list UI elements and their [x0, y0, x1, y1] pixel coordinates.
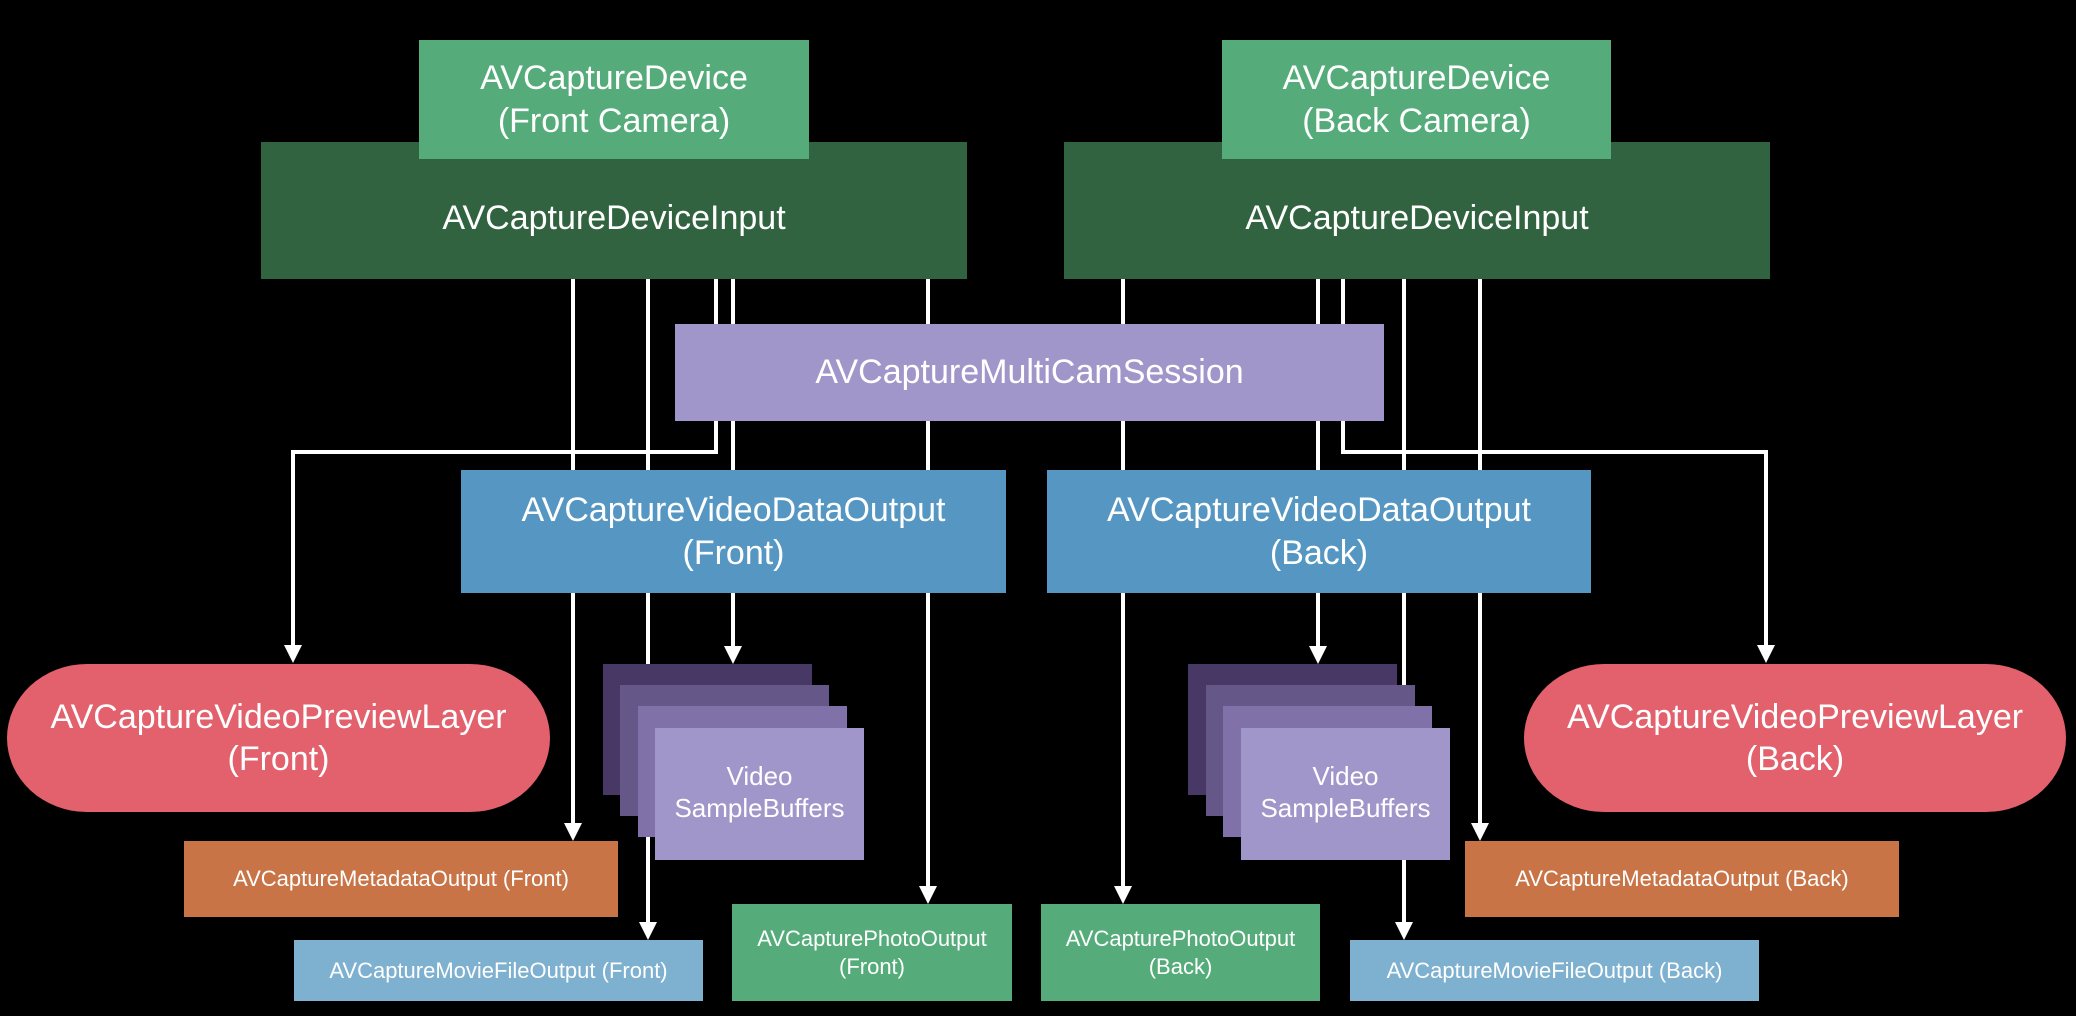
back-photo-output-label: AVCapturePhotoOutput — [1065, 926, 1296, 951]
back-sample-buffers-label: Video — [1312, 760, 1379, 791]
arrowhead-front-preview — [284, 645, 302, 663]
front-metadata-output-label: AVCaptureMetadataOutput (Front) — [233, 866, 569, 892]
front-device-input-label: AVCaptureDeviceInput — [442, 199, 786, 238]
front-camera-device-sublabel: (Front Camera) — [497, 101, 731, 140]
back-preview-layer-label: AVCaptureVideoPreviewLayer — [1566, 697, 2024, 736]
back-metadata-output-label: AVCaptureMetadataOutput (Back) — [1515, 866, 1849, 892]
front-movie-file-output-label: AVCaptureMovieFileOutput (Front) — [329, 957, 668, 983]
front-video-data-output-label: AVCaptureVideoDataOutput — [521, 491, 946, 529]
front-photo-output-label: AVCapturePhotoOutput — [757, 926, 987, 951]
back-camera-device: AVCaptureDevice (Back Camera) — [1222, 40, 1611, 159]
front-preview-layer-label: AVCaptureVideoPreviewLayer — [50, 697, 507, 736]
back-camera-device-label: AVCaptureDevice — [1282, 59, 1551, 97]
arrowhead-back-preview — [1757, 645, 1775, 663]
front-device-input: AVCaptureDeviceInput — [261, 142, 967, 279]
back-metadata-output: AVCaptureMetadataOutput (Back) — [1465, 841, 1899, 917]
back-device-input-label: AVCaptureDeviceInput — [1245, 199, 1589, 238]
front-photo-output: AVCapturePhotoOutput (Front) — [732, 904, 1012, 1001]
back-camera-device-sublabel: (Back Camera) — [1302, 101, 1531, 140]
arrowhead-back-buffers — [1309, 646, 1327, 664]
front-metadata-output: AVCaptureMetadataOutput (Front) — [184, 841, 618, 917]
arrowhead-front-photo — [919, 886, 937, 904]
front-photo-output-sublabel: (Front) — [839, 953, 905, 979]
back-sample-buffers-sublabel: SampleBuffers — [1260, 793, 1431, 823]
front-camera-device: AVCaptureDevice (Front Camera) — [419, 40, 809, 159]
back-video-data-output-label: AVCaptureVideoDataOutput — [1106, 491, 1532, 529]
arrowhead-back-photo — [1114, 886, 1132, 904]
back-device-input: AVCaptureDeviceInput — [1064, 142, 1770, 279]
front-camera-device-label: AVCaptureDevice — [480, 59, 748, 97]
multicam-session: AVCaptureMultiCamSession — [675, 324, 1384, 421]
front-preview-layer: AVCaptureVideoPreviewLayer (Front) — [7, 664, 550, 812]
back-photo-output-sublabel: (Back) — [1148, 953, 1213, 979]
back-movie-file-output: AVCaptureMovieFileOutput (Back) — [1350, 940, 1759, 1001]
front-movie-file-output: AVCaptureMovieFileOutput (Front) — [294, 940, 703, 1001]
arrowhead-back-moviefile — [1395, 922, 1413, 940]
front-sample-buffers-sublabel: SampleBuffers — [674, 793, 845, 823]
arrowhead-front-buffers — [724, 646, 742, 664]
back-video-sample-buffers: Video SampleBuffers — [1241, 728, 1450, 860]
back-photo-output: AVCapturePhotoOutput (Back) — [1041, 904, 1320, 1001]
arrowhead-front-moviefile — [639, 922, 657, 940]
multicam-session-label: AVCaptureMultiCamSession — [815, 353, 1244, 392]
back-preview-layer: AVCaptureVideoPreviewLayer (Back) — [1524, 664, 2066, 812]
back-video-data-output-sublabel: (Back) — [1269, 533, 1369, 572]
front-video-data-output-sublabel: (Front) — [682, 533, 785, 572]
back-movie-file-output-label: AVCaptureMovieFileOutput (Back) — [1386, 957, 1723, 983]
front-video-data-output: AVCaptureVideoDataOutput (Front) — [461, 470, 1006, 593]
front-video-sample-buffers: Video SampleBuffers — [655, 728, 864, 860]
front-preview-layer-sublabel: (Front) — [227, 740, 330, 778]
arrowhead-front-metadata — [564, 823, 582, 841]
back-preview-layer-sublabel: (Back) — [1745, 740, 1845, 778]
back-video-data-output: AVCaptureVideoDataOutput (Back) — [1047, 470, 1591, 593]
arrowhead-back-metadata — [1471, 823, 1489, 841]
front-sample-buffers-label: Video — [726, 760, 793, 791]
